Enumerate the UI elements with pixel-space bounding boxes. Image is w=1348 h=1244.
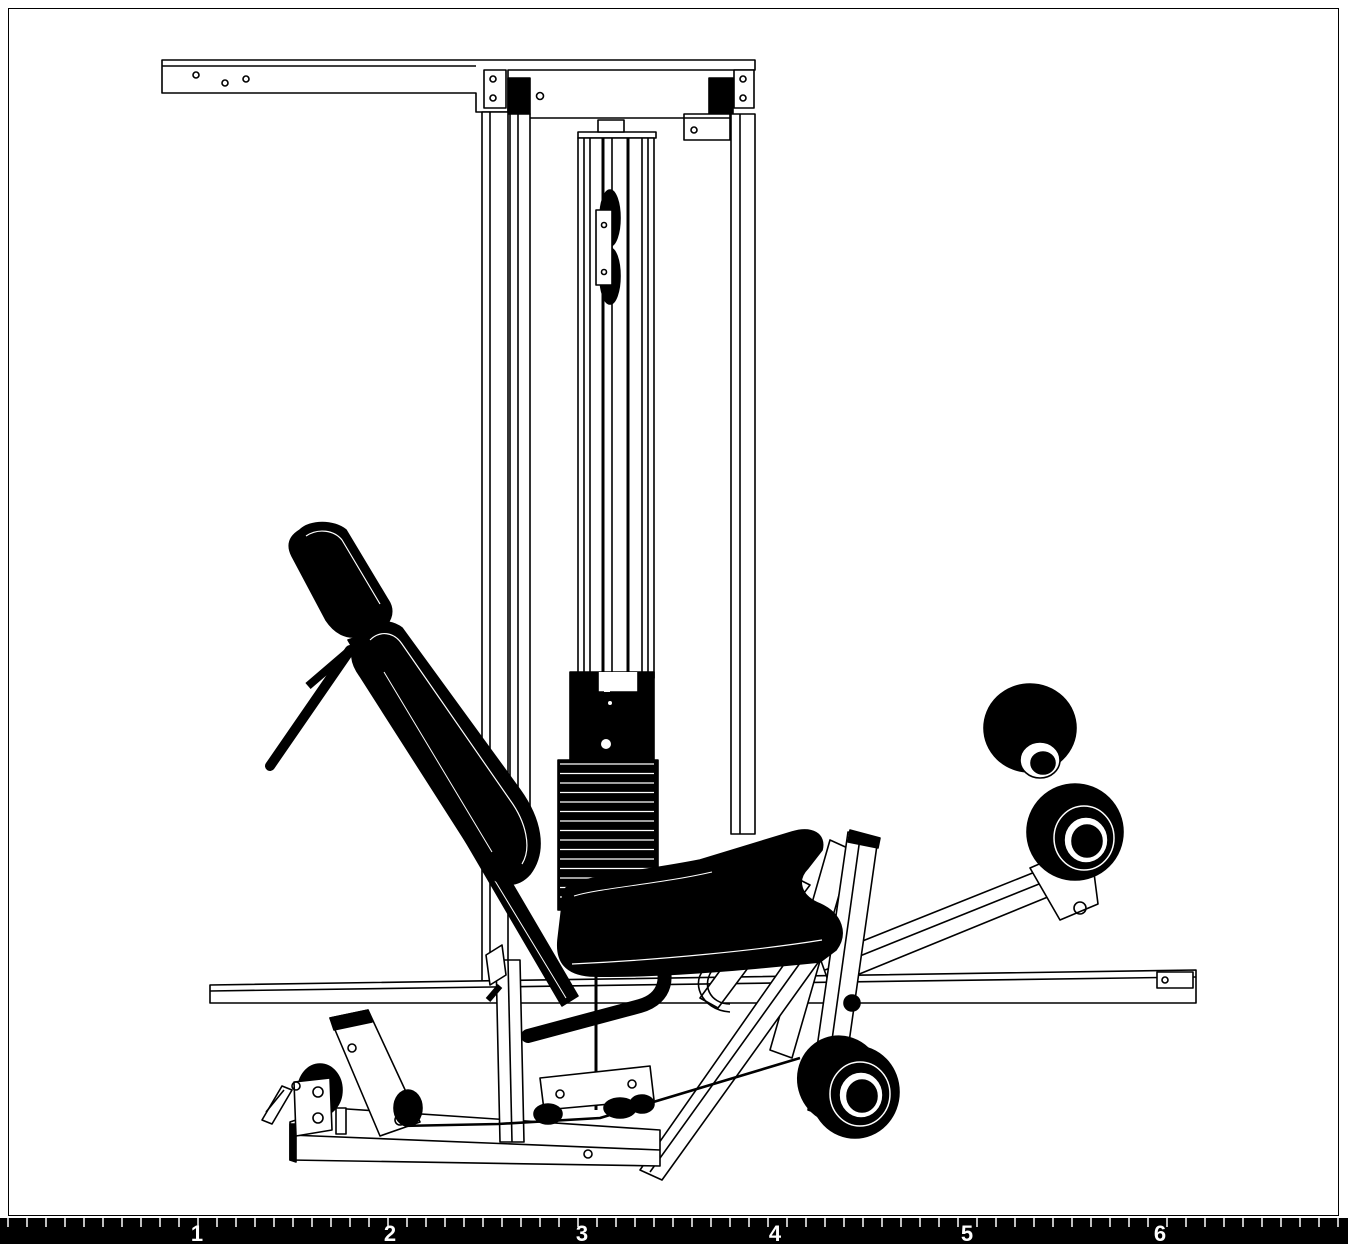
drawing-frame bbox=[8, 8, 1339, 1216]
ruler-label: 6 bbox=[1154, 1221, 1166, 1244]
carriage-pulleys bbox=[533, 1065, 655, 1125]
leg-extension-machine-illustration bbox=[161, 59, 1197, 1181]
base-rails bbox=[209, 969, 1197, 1004]
ruler-label: 1 bbox=[191, 1221, 203, 1244]
top-beam bbox=[161, 59, 756, 141]
backrest bbox=[265, 521, 579, 1007]
seat-pad bbox=[557, 829, 843, 978]
upper-roller-pads bbox=[983, 683, 1124, 881]
ruler-label: 4 bbox=[769, 1221, 782, 1244]
weight-stack-guides bbox=[577, 119, 657, 679]
scale-ruler: 1 2 3 4 5 6 bbox=[0, 1218, 1348, 1244]
ruler-label: 2 bbox=[384, 1221, 396, 1244]
front-pulley-assembly bbox=[261, 1009, 423, 1137]
frame-uprights bbox=[481, 111, 756, 993]
ruler-bar bbox=[0, 1218, 1348, 1244]
ruler-label: 3 bbox=[576, 1221, 588, 1244]
lower-roller-pads bbox=[796, 1035, 900, 1139]
ruler-label: 5 bbox=[961, 1221, 973, 1244]
